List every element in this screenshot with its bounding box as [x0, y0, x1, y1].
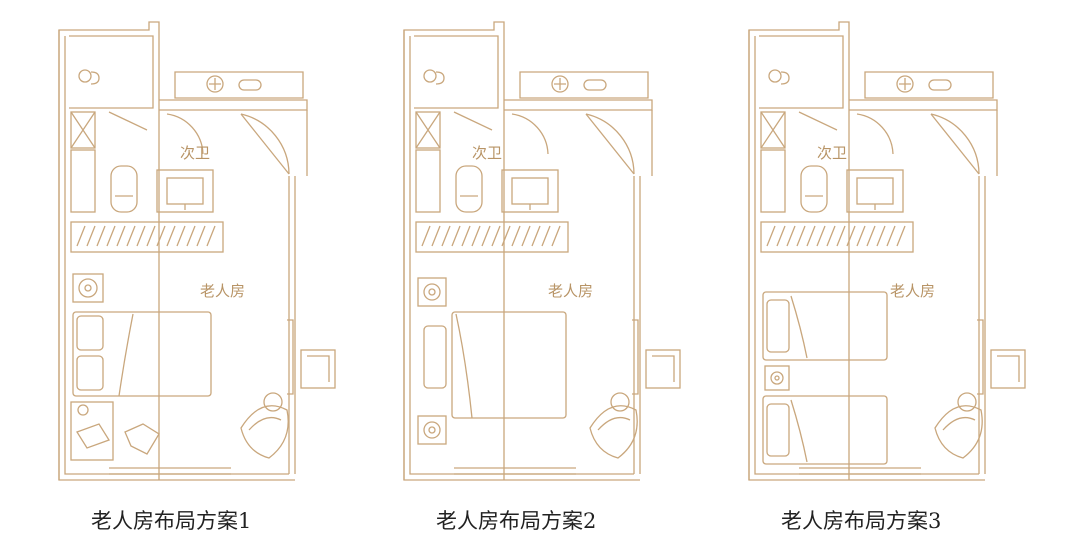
room-label: 老人房 — [200, 282, 246, 300]
plan-caption: 老人房布局方案1 — [91, 509, 252, 533]
floor-plan-drawing — [58, 21, 336, 481]
floor-plan-drawing — [748, 21, 1026, 481]
bathroom-label: 次卫 — [817, 144, 848, 162]
bed — [423, 311, 567, 419]
armchair — [589, 392, 638, 459]
room-label: 老人房 — [890, 282, 936, 300]
twin-bed-top — [762, 291, 888, 361]
room-label: 老人房 — [548, 282, 594, 300]
window-bottom — [799, 467, 921, 475]
floor-plan-1: 次卫 老人房 老人房布局方案1 — [55, 0, 355, 547]
window-bottom — [109, 467, 231, 475]
nightstand-top — [417, 277, 447, 307]
armchair — [240, 392, 289, 459]
nightstand-bottom — [417, 415, 447, 445]
plan-caption: 老人房布局方案3 — [781, 509, 942, 533]
floor-plan-3: 次卫 老人房 老人房布局方案3 — [745, 0, 1045, 547]
floor-plan-drawing — [403, 21, 681, 481]
bathroom-label: 次卫 — [180, 144, 211, 162]
floor-plan-2: 次卫 老人房 老人房布局方案2 — [400, 0, 700, 547]
bed — [72, 311, 212, 397]
plan-caption: 老人房布局方案2 — [436, 509, 597, 533]
bathroom-label: 次卫 — [472, 144, 503, 162]
armchair — [934, 392, 983, 459]
nightstand — [764, 365, 790, 391]
desk — [70, 401, 160, 461]
twin-bed-bottom — [762, 395, 888, 465]
nightstand — [72, 273, 104, 303]
window-bottom — [454, 467, 576, 475]
